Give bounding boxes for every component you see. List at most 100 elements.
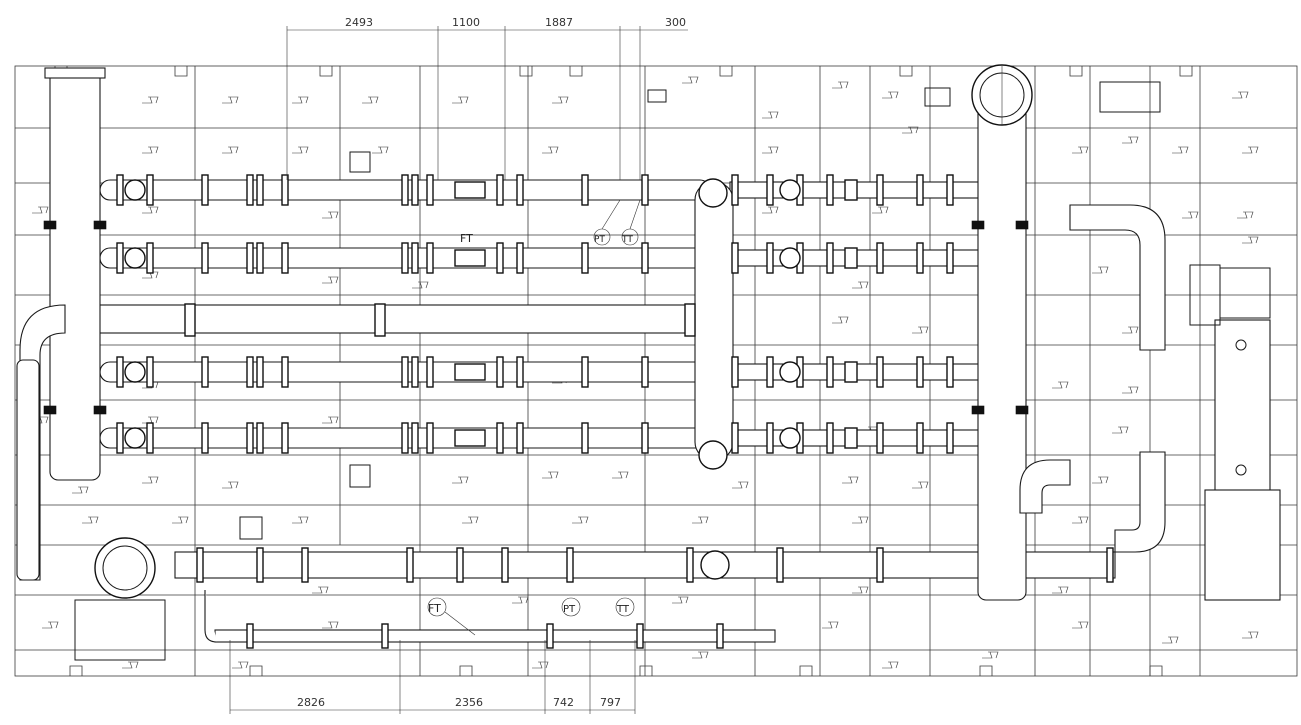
plate-arrow-icon (42, 621, 59, 629)
plate-arrow-icon (1112, 426, 1129, 434)
flange-icon (516, 242, 524, 274)
valve-icon (124, 179, 146, 201)
plate-arrow-icon (572, 516, 589, 524)
flowmeter-icon (454, 249, 486, 267)
flange-icon (946, 242, 954, 274)
bracket-icon (1015, 220, 1029, 230)
strainer-icon (844, 247, 858, 269)
flange-icon (766, 174, 774, 206)
flange-icon (826, 422, 834, 454)
instrument-tags: FT PT TT FT PT TT (427, 199, 641, 636)
flange-icon (716, 623, 724, 649)
flange-icon (516, 356, 524, 388)
plate-arrow-icon (1242, 146, 1259, 154)
plate-arrow-icon (682, 76, 699, 84)
tag-pt-lower: PT (563, 604, 576, 615)
plate-arrow-icon (72, 486, 89, 494)
flange-icon (256, 356, 264, 388)
dim-bottom-1: 2826 (297, 696, 325, 709)
strainer-icon (844, 427, 858, 449)
flange-icon (426, 422, 434, 454)
equipment-boxes (74, 81, 1271, 661)
flange-icon (876, 547, 884, 583)
plate-arrow-icon (902, 126, 919, 134)
flange-icon (546, 623, 554, 649)
flange-icon (731, 242, 739, 274)
plate-arrow-icon (822, 621, 839, 629)
plate-arrow-icon (292, 146, 309, 154)
plate-arrow-icon (322, 211, 339, 219)
dim-top-3: 1887 (545, 16, 573, 29)
flange-icon (776, 547, 784, 583)
plate-arrow-icon (222, 481, 239, 489)
flowmeter-icon (454, 181, 486, 199)
dim-bottom-2: 2356 (455, 696, 483, 709)
flange-icon (686, 547, 694, 583)
pipe-runs (64, 179, 1116, 643)
plate-arrow-icon (142, 476, 159, 484)
plate-arrow-icon (1052, 381, 1069, 389)
valve-icon (779, 361, 801, 383)
plate-arrow-icon (882, 91, 899, 99)
flange-icon (496, 242, 504, 274)
dim-top-2: 1100 (452, 16, 480, 29)
flange-icon (146, 174, 154, 206)
strainer-icon (844, 179, 858, 201)
flange-icon (411, 174, 419, 206)
flange-icon (826, 174, 834, 206)
valve-icon (124, 361, 146, 383)
tag-tt-lower: TT (616, 604, 630, 615)
flange-icon (196, 547, 204, 583)
plate-arrow-icon (142, 416, 159, 424)
valve-icon (779, 247, 801, 269)
plate-arrow-icon (222, 96, 239, 104)
flange-icon (876, 242, 884, 274)
plate-arrow-icon (1072, 146, 1089, 154)
plate-arrow-icon (832, 316, 849, 324)
flange-icon (381, 623, 389, 649)
plate-arrow-icon (372, 146, 389, 154)
dim-bottom-3: 742 (553, 696, 574, 709)
flange-icon (116, 422, 124, 454)
plate-arrow-icon (852, 586, 869, 594)
flange-icon (826, 242, 834, 274)
plate-arrow-icon (142, 146, 159, 154)
plate-arrow-icon (292, 96, 309, 104)
plate-arrow-icon (1232, 91, 1249, 99)
flange-icon (426, 356, 434, 388)
plate-arrow-icon (452, 476, 469, 484)
plate-arrow-icon (852, 516, 869, 524)
flange-icon (246, 174, 254, 206)
bracket-icon (971, 220, 985, 230)
flange-icon (146, 242, 154, 274)
dim-top-4: 300 (665, 16, 686, 29)
flange-icon (581, 356, 589, 388)
plate-arrow-icon (982, 651, 999, 659)
flange-icon (826, 356, 834, 388)
plate-arrow-icon (762, 111, 779, 119)
flange-icon (201, 174, 209, 206)
flange-icon (641, 242, 649, 274)
plate-arrow-icon (142, 96, 159, 104)
flange-icon (876, 174, 884, 206)
plate-arrow-icon (1092, 476, 1109, 484)
flange-icon (281, 242, 289, 274)
flange-icon (246, 623, 254, 649)
plate-arrow-icon (1122, 326, 1139, 334)
plate-arrow-icon (1122, 136, 1139, 144)
flange-icon (516, 422, 524, 454)
flange-icon (184, 303, 196, 337)
plate-arrow-icon (852, 281, 869, 289)
bracket-icon (43, 405, 57, 415)
bracket-icon (1015, 405, 1029, 415)
top-dimensions: 2493 1100 1887 300 (286, 16, 688, 180)
flange-icon (916, 174, 924, 206)
flange-icon (1106, 547, 1114, 583)
plate-arrow-icon (1242, 236, 1259, 244)
flange-icon (731, 422, 739, 454)
flange-icon (641, 356, 649, 388)
flange-icon (456, 547, 464, 583)
flange-icon (256, 242, 264, 274)
round-elements (94, 64, 1247, 599)
flowmeter-icon (454, 363, 486, 381)
